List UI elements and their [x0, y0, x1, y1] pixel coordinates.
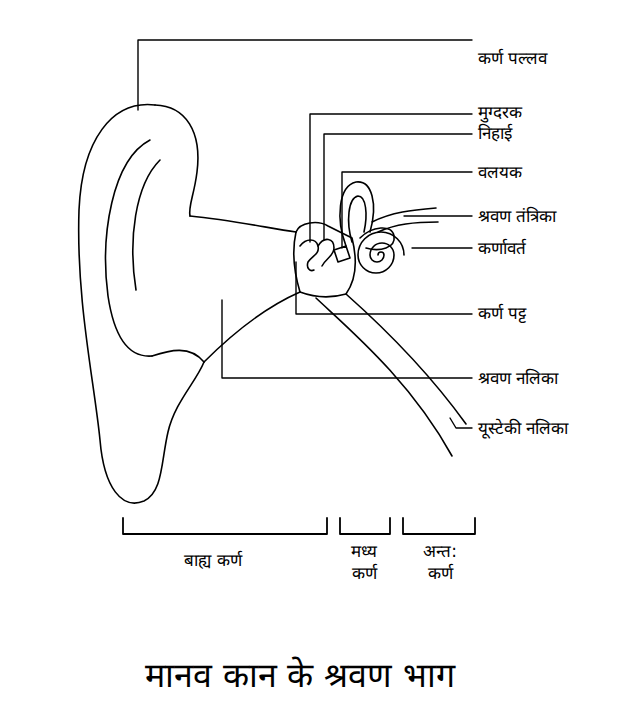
incus-label: निहाई [478, 122, 512, 144]
canal-top-wall [190, 216, 296, 232]
ear-drawing [79, 105, 466, 503]
malleus [300, 240, 318, 271]
leader-line [450, 418, 472, 428]
nerve-label: श्रवण तंत्रिका [478, 205, 556, 227]
leader-line [296, 262, 472, 314]
helix-top [155, 105, 198, 216]
stapes-label: वलयक [478, 161, 522, 183]
middle-ear-cavity [296, 223, 355, 297]
pinna-outline [79, 105, 204, 503]
canal-bottom-wall [204, 292, 300, 362]
auditory-nerve [372, 208, 436, 222]
leader-line [324, 134, 472, 240]
bracket [403, 518, 475, 534]
malleus-label: मुग्दरक [478, 101, 522, 123]
leader-line [342, 172, 472, 248]
incus [318, 239, 334, 266]
eardrum-label: कर्ण पट्ट [478, 302, 526, 324]
eardrum [294, 232, 300, 292]
pinna-label: कर्ण पल्लव [478, 47, 547, 69]
figure-caption: मानव कान के श्रवण भाग [145, 655, 455, 696]
cochlea-label: कर्णावर्त [478, 237, 526, 259]
auditory-nerve [378, 222, 438, 232]
cochlea [358, 232, 404, 273]
bracket [123, 518, 327, 534]
region-label: अन्त: कर्ण [412, 540, 468, 584]
inner-fold [133, 160, 160, 290]
tragus [152, 350, 204, 362]
leader-line [138, 40, 472, 110]
region-brackets [123, 518, 475, 534]
bracket [340, 518, 390, 534]
leader-line [222, 300, 472, 378]
canal-label: श्रवण नलिका [478, 367, 558, 389]
leader-lines [138, 40, 472, 428]
tube-label: यूस्टेकी नलिका [478, 417, 568, 439]
region-label: मध्य कर्ण [336, 540, 392, 584]
antihelix [106, 140, 152, 356]
leader-line [404, 215, 472, 216]
leader-line [310, 114, 472, 242]
region-label: बाह्य कर्ण [184, 549, 241, 571]
leader-line [412, 247, 472, 248]
eustachian-tube [316, 298, 452, 456]
